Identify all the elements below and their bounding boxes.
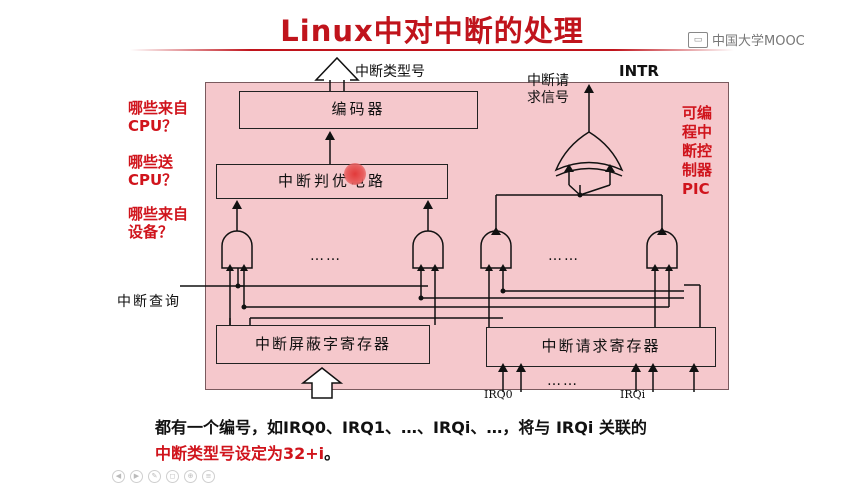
vector-number-label: 中断类型号 [355, 64, 425, 80]
zoom-icon[interactable]: ⊕ [184, 470, 197, 483]
irq0-label: IRQ0 [484, 388, 513, 401]
title-underline [130, 49, 734, 51]
menu-icon[interactable]: ≡ [202, 470, 215, 483]
irq-numbering-text: 都有一个编号，如IRQ0、IRQ1、…、IRQi、…，将与 IRQi 关联的 [155, 418, 647, 437]
pic-label: 可编 程中 断控 制器 PIC [682, 104, 713, 198]
vector-rule-highlight: 中断类型号设定为32+i [155, 444, 325, 463]
prev-icon[interactable]: ◀ [112, 470, 125, 483]
question-to-cpu: 哪些送 CPU？ [128, 153, 178, 189]
question-from-device: 哪些来自 设备？ [128, 205, 189, 241]
intr-label: INTR [619, 62, 659, 80]
pen-icon[interactable]: ✎ [148, 470, 161, 483]
slide-toolbar: ◀ ▶ ✎ ◻ ⊕ ≡ [112, 470, 215, 483]
eraser-icon[interactable]: ◻ [166, 470, 179, 483]
logo-text: 中国大学MOOC [712, 34, 805, 49]
mask-register-box: 中断屏蔽字寄存器 [216, 325, 430, 364]
encoder-box: 编码器 [239, 91, 478, 129]
irq-ellipsis: …… [547, 373, 579, 389]
next-icon[interactable]: ▶ [130, 470, 143, 483]
question-from-cpu: 哪些来自 CPU？ [128, 99, 189, 135]
mooc-logo-icon: ▭ [688, 31, 708, 48]
request-register-box: 中断请求寄存器 [486, 327, 716, 367]
vector-rule-end: 。 [324, 444, 341, 463]
left-gates-ellipsis: …… [310, 248, 342, 264]
vector-rule-text: 中断类型号设定为32+i。 [155, 440, 340, 464]
mooc-logo: ▭ 中国大学MOOC [688, 30, 805, 49]
irqi-label: IRQi [620, 388, 646, 401]
right-gates-ellipsis: …… [548, 248, 580, 264]
query-label: 中断查询 [117, 294, 181, 310]
slide-title: Linux中对中断的处理 [280, 14, 584, 48]
request-signal-label: 中断请 求信号 [527, 73, 569, 106]
laser-pointer [344, 163, 366, 185]
